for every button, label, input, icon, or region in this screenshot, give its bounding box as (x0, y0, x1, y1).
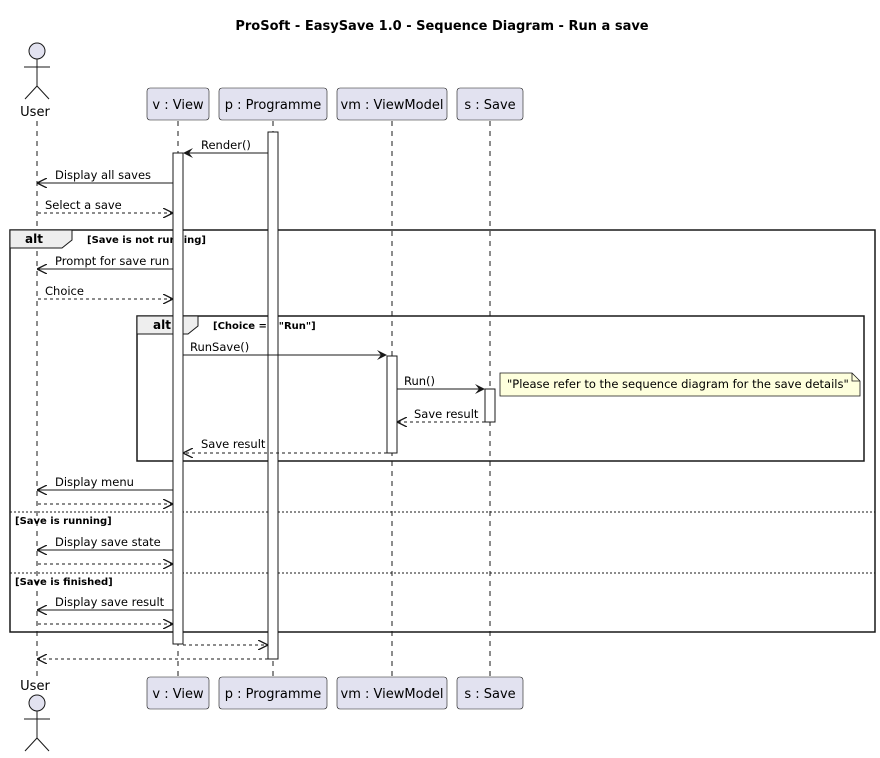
activation-view (172, 152, 184, 645)
message-run-label: Run() (404, 374, 435, 388)
outer-alt-frame: alt [Save is not running] [Save is runni… (9, 229, 876, 633)
activation-save (484, 388, 496, 423)
message-runsave-label: RunSave() (190, 340, 249, 354)
actor-user-bottom: User (20, 679, 50, 752)
message-save-result-2-label: Save result (201, 437, 266, 451)
note: "Please refer to the sequence diagram fo… (499, 372, 861, 397)
participant-programme-bottom: p : Programme (218, 676, 328, 710)
participant-viewmodel-top: vm : ViewModel (336, 87, 448, 121)
inner-alt-frame: alt [Choice == "Run"] (136, 315, 865, 462)
actor-user-top-label: User (20, 105, 50, 120)
activation-programme (267, 131, 279, 660)
participant-save-bottom-label: s : Save (464, 687, 515, 702)
message-render-label: Render() (201, 138, 251, 152)
diagram-title: ProSoft - EasySave 1.0 - Sequence Diagra… (235, 19, 648, 34)
else-guard-save-running: [Save is running] (15, 516, 112, 527)
message-display-all-saves-label: Display all saves (55, 168, 151, 182)
message-prompt-save-run-label: Prompt for save run (55, 254, 169, 268)
inner-alt-tag: alt (153, 318, 171, 332)
message-display-save-result-label: Display save result (55, 595, 165, 609)
participant-save-top-label: s : Save (464, 98, 515, 113)
participant-save-bottom: s : Save (456, 676, 524, 710)
actor-user-bottom-label: User (20, 679, 50, 694)
participant-viewmodel-bottom-label: vm : ViewModel (341, 687, 444, 702)
inner-alt-guard: [Choice == "Run"] (213, 321, 316, 332)
participant-view-bottom: v : View (146, 676, 210, 710)
participant-view-bottom-label: v : View (152, 687, 204, 702)
outer-alt-guard: [Save is not running] (87, 235, 206, 246)
else-guard-save-finished: [Save is finished] (15, 577, 113, 588)
participant-programme-bottom-label: p : Programme (225, 687, 321, 702)
message-labels: Render() Display all saves Select a save… (45, 138, 479, 609)
participant-viewmodel-top-label: vm : ViewModel (341, 98, 444, 113)
actor-user-top: User (20, 42, 50, 120)
note-text: "Please refer to the sequence diagram fo… (507, 377, 849, 391)
participant-programme-top-label: p : Programme (225, 98, 321, 113)
message-select-save-label: Select a save (45, 198, 122, 212)
activation-bars (172, 131, 496, 660)
outer-alt-tag: alt (25, 232, 43, 246)
messages (38, 148, 485, 659)
participant-viewmodel-bottom: vm : ViewModel (336, 676, 448, 710)
message-display-save-state-label: Display save state (55, 535, 161, 549)
message-choice-label: Choice (45, 284, 84, 298)
participant-save-top: s : Save (456, 87, 524, 121)
activation-viewmodel (386, 355, 398, 454)
participant-view-top-label: v : View (152, 98, 204, 113)
participant-view-top: v : View (146, 87, 210, 121)
participant-programme-top: p : Programme (218, 87, 328, 121)
message-display-menu-label: Display menu (55, 475, 134, 489)
message-save-result-1-label: Save result (414, 407, 479, 421)
